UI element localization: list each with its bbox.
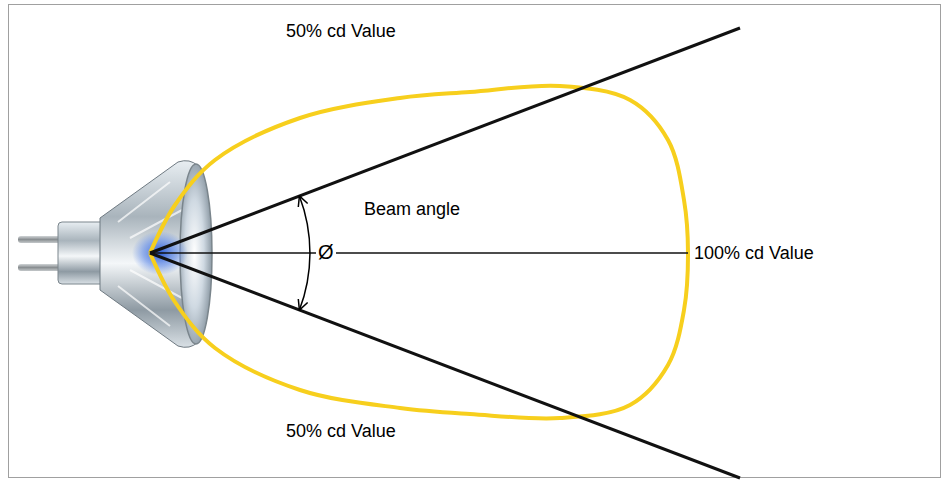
lamp-pin bbox=[18, 236, 64, 243]
beam-axis-line bbox=[150, 252, 688, 254]
angle-arc bbox=[299, 196, 310, 310]
lamp-pin bbox=[18, 264, 64, 271]
beam-outline bbox=[150, 86, 688, 419]
lamp-picture bbox=[18, 161, 212, 348]
beam-edge-line bbox=[150, 253, 740, 478]
beam-outline-curve bbox=[150, 86, 688, 419]
frame-border bbox=[9, 5, 941, 478]
intensity-label: 100% cd Value bbox=[694, 242, 814, 264]
angle-caption: Beam angle bbox=[364, 198, 460, 220]
intensity-label: 50% cd Value bbox=[286, 20, 396, 42]
beam-edge-line bbox=[150, 28, 740, 253]
angle-symbol: Ø bbox=[316, 241, 336, 263]
intensity-label: 50% cd Value bbox=[286, 420, 396, 442]
lamp-base bbox=[58, 222, 106, 284]
